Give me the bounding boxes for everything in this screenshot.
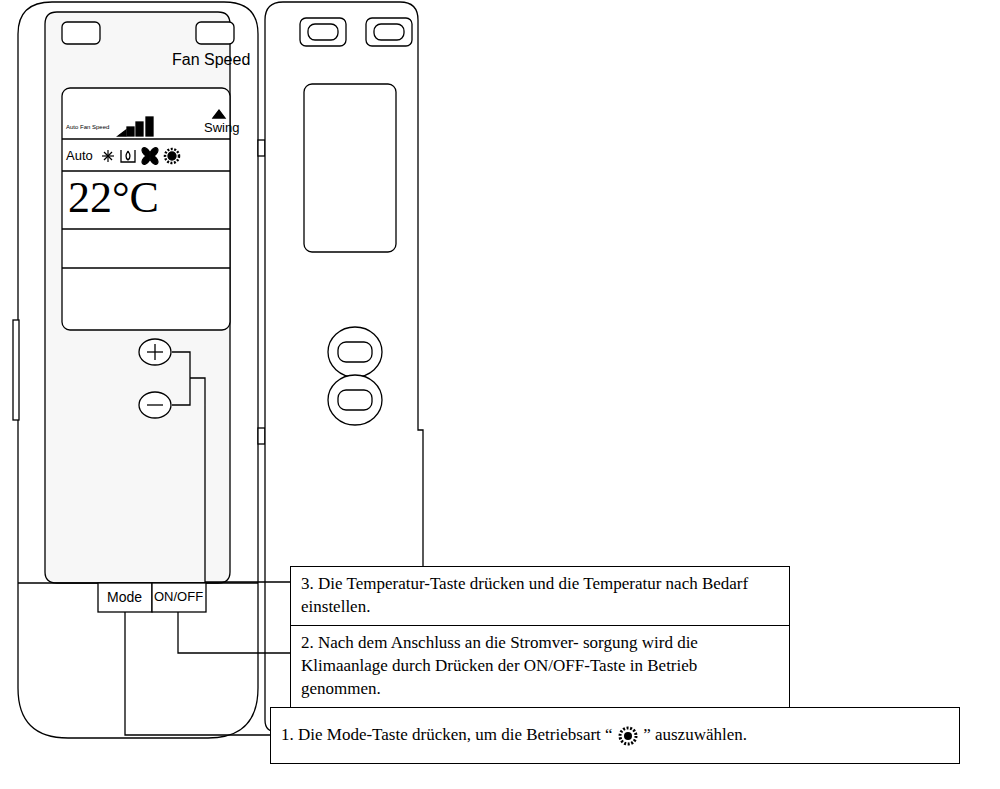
heat-icon [165, 149, 179, 163]
lid-slot [300, 18, 346, 46]
plus-sign [154, 344, 155, 360]
display-label: Auto [66, 149, 93, 162]
display-line [62, 228, 230, 229]
mode-button [98, 583, 152, 612]
lid-knob [328, 375, 382, 425]
button-label: Fan Speed [172, 52, 250, 68]
speed-bar [136, 122, 143, 136]
minus-button [139, 392, 171, 418]
front-panel [45, 12, 230, 583]
dry-icon [121, 150, 135, 162]
lid-slot [308, 24, 338, 40]
display-label: Swing [204, 121, 239, 134]
top-button [196, 22, 234, 44]
callout-box: 2. Nach dem Anschluss an die Stromver- s… [290, 625, 790, 708]
leader-line [178, 612, 290, 653]
instruction-text: ” auszuwählen. [643, 725, 747, 744]
heat-mode-icon [617, 725, 639, 747]
instruction-text: 3. Die Temperatur-Taste drücken und die … [301, 574, 748, 616]
instruction-text: 2. Nach dem Anschluss an die Stromver- s… [301, 633, 698, 698]
fan-icon [140, 146, 159, 166]
remote-body [18, 2, 258, 738]
hinge [258, 140, 265, 156]
speed-bar [127, 127, 134, 136]
minus-sign [147, 404, 163, 405]
display-line [62, 170, 230, 171]
swing-mark [213, 110, 225, 118]
temperature-readout: 22°C [68, 176, 159, 220]
hinge [258, 428, 265, 444]
button-label: ON/OFF [154, 590, 203, 603]
speed-bar [118, 130, 126, 136]
lid-slot [374, 24, 404, 40]
display-label: Auto Fan Speed [66, 124, 109, 130]
button-label: Mode [107, 590, 142, 604]
plus-button [139, 339, 171, 365]
lid-knob [338, 342, 372, 362]
callout-box: 1. Die Mode-Taste drücken, um die Betrie… [270, 707, 960, 764]
callout-box: 3. Die Temperatur-Taste drücken und die … [290, 566, 790, 626]
top-button [62, 22, 100, 44]
cool-icon [102, 150, 114, 162]
instruction-text: 1. Die Mode-Taste drücken, um die Betrie… [281, 725, 613, 744]
leader-line [125, 612, 270, 735]
speed-bar [146, 117, 153, 136]
onoff-button [152, 583, 206, 612]
lid-slot [366, 18, 412, 46]
display-line [62, 138, 230, 139]
lid-window [304, 84, 396, 252]
display-line [62, 267, 230, 268]
lid-knob [338, 390, 372, 410]
side-tab [13, 320, 19, 420]
leader-line [172, 352, 290, 582]
lid-knob [328, 327, 382, 377]
